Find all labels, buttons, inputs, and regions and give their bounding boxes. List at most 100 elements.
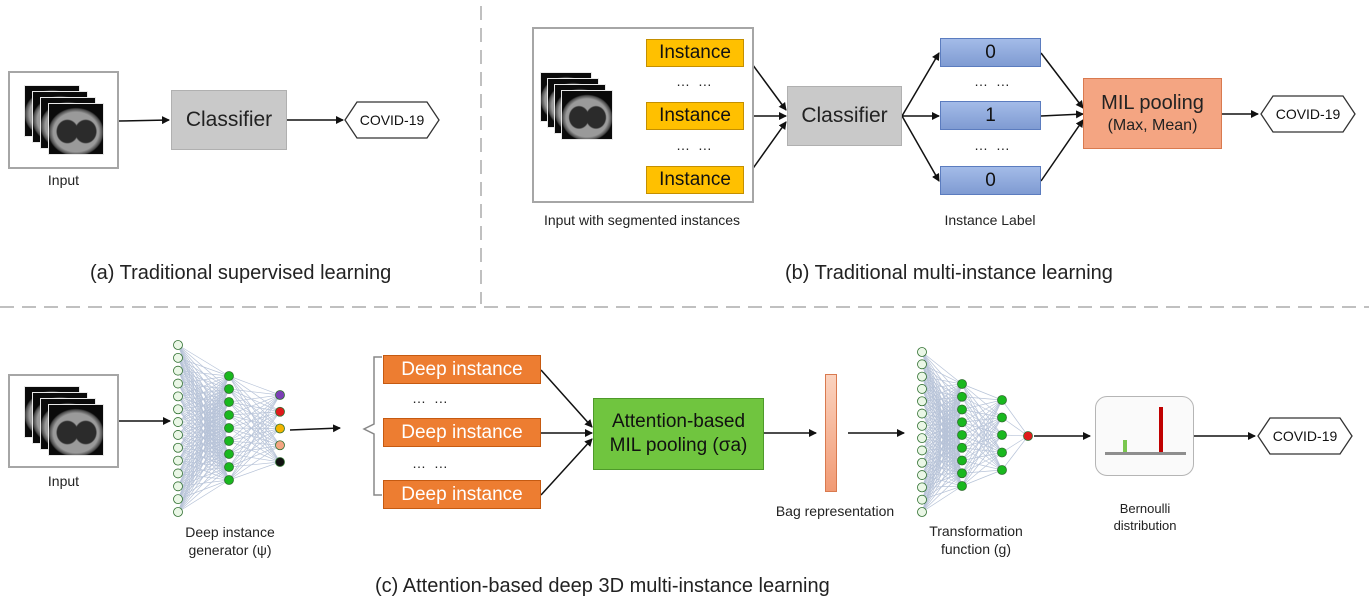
network-node [173, 352, 183, 363]
network-edge [961, 434, 1003, 471]
network-edge [921, 383, 963, 488]
network-node [957, 468, 967, 479]
network-edge [961, 396, 1003, 401]
network-edge [921, 383, 963, 390]
instance-box-2: Instance [646, 102, 744, 130]
network-edge [961, 409, 1003, 436]
network-edge [961, 421, 1003, 453]
network-edge [921, 363, 963, 385]
brace-c [362, 356, 382, 496]
transform-label-1: Transformation [929, 523, 1023, 539]
instance-label-box-2: 1 [940, 101, 1041, 130]
network-edge [961, 447, 1003, 471]
caption-c: (c) Attention-based deep 3D multi-instan… [375, 575, 830, 597]
network-node [1023, 431, 1033, 441]
network-edge [228, 428, 281, 442]
ct-slice [48, 103, 104, 155]
network-node [173, 481, 183, 492]
network-edge [228, 375, 281, 413]
network-edge [177, 375, 230, 500]
network-node [173, 494, 183, 505]
input-frame-a [8, 71, 119, 169]
network-edge [177, 375, 230, 423]
network-edge [961, 409, 1003, 418]
network-node [917, 470, 927, 480]
network-node [917, 482, 927, 493]
network-edge [228, 411, 281, 416]
network-node [957, 391, 967, 402]
network-edge [961, 417, 1003, 436]
bernoulli-label-1: Bernoulli [1119, 501, 1171, 516]
generator-label-2: generator (ψ) [188, 542, 272, 558]
network-node [275, 457, 285, 467]
network-edge [921, 396, 963, 513]
ellipsis-b2: … … [676, 137, 714, 153]
network-node [917, 433, 927, 444]
ellipsis-b1: … … [676, 73, 714, 89]
network-edge [228, 444, 281, 455]
network-node [997, 395, 1007, 405]
network-node [917, 359, 927, 370]
network-edge [228, 394, 281, 429]
network-edge [177, 479, 230, 513]
network-node [957, 417, 967, 428]
network-node [997, 430, 1007, 440]
network-node [997, 465, 1007, 475]
network-node [275, 406, 285, 417]
network-edge [177, 427, 230, 513]
network-edge [921, 485, 963, 513]
deep-instance-box-3: Deep instance [383, 480, 541, 509]
network-node [224, 449, 234, 459]
bag-representation-bar [825, 374, 837, 492]
network-edge [921, 383, 963, 402]
network-edge [177, 388, 230, 513]
arrow-b-lab1 [901, 52, 940, 117]
deep-instance-box-2: Deep instance [383, 418, 541, 447]
network-edge [177, 453, 230, 513]
network-edge [228, 375, 281, 463]
network-edge [961, 469, 1003, 487]
input-label-a: Input [47, 172, 80, 188]
network-node [173, 507, 183, 517]
arrow-a-input-classifier [118, 116, 170, 125]
network-edge [961, 417, 1003, 474]
network-edge [921, 376, 963, 385]
network-edge [177, 344, 230, 377]
arrow-b-pool1 [1040, 52, 1084, 109]
network-edge [228, 388, 281, 396]
classifier-box-a: Classifier [171, 90, 287, 150]
network-edge [228, 414, 281, 429]
network-edge [961, 452, 1003, 487]
network-edge [228, 375, 281, 446]
network-node [173, 340, 183, 350]
network-edge [961, 447, 1003, 453]
network-node [957, 379, 967, 389]
network-edge [961, 421, 1003, 436]
network-node [173, 417, 183, 427]
network-edge [228, 428, 281, 468]
instance-label-box-3: 0 [940, 166, 1041, 195]
network-edge [228, 427, 281, 446]
output-hex-c [1257, 417, 1353, 455]
network-edge [228, 394, 281, 455]
network-node [173, 468, 183, 479]
network-node [917, 408, 927, 419]
network-edge [228, 444, 281, 481]
network-edge [228, 411, 281, 468]
network-edge [961, 399, 1003, 423]
network-node [957, 442, 967, 453]
network-node [957, 404, 967, 415]
attention-pooling-box: Attention-based MIL pooling (σa) [593, 398, 764, 470]
network-edge [961, 409, 1003, 453]
caption-b: (b) Traditional multi-instance learning [785, 262, 1113, 284]
network-node [224, 475, 234, 485]
network-node [173, 378, 183, 389]
network-edge [961, 399, 1003, 448]
arrow-c-net-instances [289, 424, 341, 433]
ellipsis-c1: … … [412, 390, 450, 406]
network-node [224, 462, 234, 472]
network-edge [961, 399, 1003, 436]
network-node [917, 457, 927, 468]
network-node [917, 507, 927, 517]
instance-box-3: Instance [646, 166, 744, 194]
